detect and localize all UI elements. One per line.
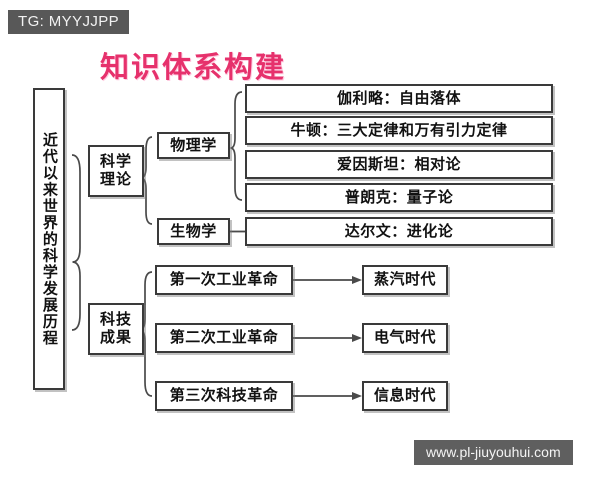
detail-node-darwin: 达尔文：进化论 [245,217,553,246]
branch-node-scientific-theory: 科学 理论 [88,145,144,197]
branch-label-line2: 理论 [99,170,132,188]
era-node-steam: 蒸汽时代 [362,265,448,295]
branch-node-tech-achievements: 科技 成果 [88,303,144,355]
revolution-node-second-industrial: 第二次工业革命 [155,323,293,353]
detail-node-einstein: 爱因斯坦：相对论 [245,150,553,179]
era-node-information: 信息时代 [362,381,448,411]
era-node-electric: 电气时代 [362,323,448,353]
branch-label-line2: 成果 [99,328,132,346]
detail-node-planck: 普朗克：量子论 [245,183,553,212]
branch-label-line1: 科技 [99,310,132,329]
detail-node-newton: 牛顿：三大定律和万有引力定律 [245,116,553,145]
branch-label-line1: 科学 [99,152,132,171]
subject-node-biology: 生物学 [157,218,230,245]
revolution-node-first-industrial: 第一次工业革命 [155,265,293,295]
page-title: 知识体系构建 [100,50,287,84]
subject-node-physics: 物理学 [157,132,230,159]
site-watermark-tag: www.pl-jiuyouhui.com [414,440,573,466]
tg-watermark-tag: TG: MYYJJPP [8,10,130,35]
detail-node-galileo: 伽利略：自由落体 [245,84,553,113]
root-node: 近代以来世界的科学发展历程 [33,88,65,390]
revolution-node-third-technological: 第三次科技革命 [155,381,293,411]
